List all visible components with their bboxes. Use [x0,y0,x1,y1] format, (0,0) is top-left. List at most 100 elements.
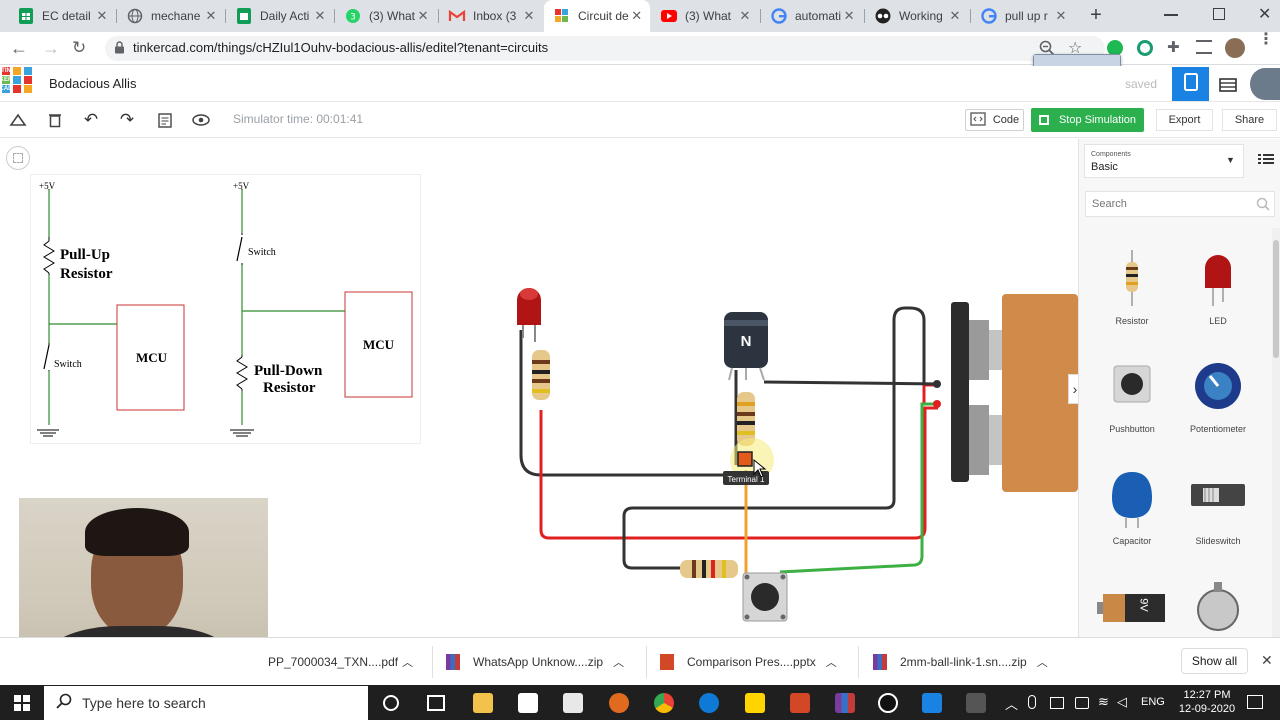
npn-transistor[interactable] [724,312,768,381]
pushbutton[interactable] [742,572,788,622]
tab-pull-up-resistor[interactable]: pull up r ✕ [971,0,1075,32]
tab-mechanical[interactable]: mechane ✕ [117,0,225,32]
component-search-input[interactable] [1092,196,1252,212]
network-icon[interactable] [1075,697,1089,709]
close-icon[interactable]: ✕ [739,8,751,23]
cortana-icon[interactable] [383,695,399,711]
mail-icon[interactable] [563,693,583,713]
export-button[interactable]: Export [1156,109,1213,131]
microphone-icon[interactable] [1028,695,1036,709]
panel-scrollbar[interactable] [1272,228,1280,637]
component-potentiometer[interactable]: Potentiometer [1173,362,1263,434]
tab-ec-details[interactable]: EC detail ✕ [8,0,116,32]
app-icon[interactable] [922,693,942,713]
pull-up-pull-down-diagram[interactable]: +5V +5V Pull-Up Resistor Switch MCU Swit… [30,174,421,444]
component-pushbutton[interactable]: Pushbutton [1087,364,1177,434]
component-resistor[interactable]: Resistor [1087,250,1177,326]
reload-icon[interactable]: ↻ [72,38,87,57]
window-close-icon[interactable]: ✕ [1258,6,1272,23]
chevron-up-icon[interactable]: ︿ [613,657,625,669]
recorder-icon[interactable] [878,693,898,713]
code-button[interactable]: Code [965,109,1024,131]
extension-g-icon[interactable] [1137,40,1153,56]
chevron-up-icon[interactable]: ︿ [1036,657,1048,669]
sticky-notes-icon[interactable] [745,693,765,713]
resistor-base[interactable] [737,392,755,446]
profile-avatar[interactable] [1225,38,1245,58]
bookmark-star-icon[interactable]: ☆ [1068,40,1083,57]
language-indicator[interactable]: ENG [1141,696,1165,708]
fit-view-button[interactable] [6,146,30,170]
component-search-box[interactable] [1085,191,1275,217]
component-battery-9v[interactable]: 9V [1097,592,1167,624]
wifi-icon[interactable]: ≋ [1098,694,1109,709]
new-tab-plus-icon[interactable]: + [1090,4,1102,26]
address-bar[interactable] [105,36,1105,61]
user-avatar[interactable] [1250,68,1280,100]
close-icon[interactable]: ✕ [314,8,326,23]
component-slideswitch[interactable]: Slideswitch [1173,480,1263,546]
winrar-icon[interactable] [835,693,855,713]
black-wire[interactable] [622,306,926,570]
notes-icon[interactable] [155,109,175,131]
tab-daily-activity[interactable]: Daily Acti ✕ [226,0,334,32]
component-coin-cell[interactable] [1196,580,1240,632]
edge-icon[interactable] [699,693,719,713]
tray-chevron-up-icon[interactable]: ︿ [1005,697,1019,712]
download-item[interactable]: Comparison Pres....pptx ︿ [660,648,850,676]
show-all-downloads-button[interactable]: Show all [1181,648,1248,674]
close-icon[interactable]: ✕ [1055,8,1067,23]
close-icon[interactable]: ✕ [205,8,217,23]
close-icon[interactable]: ✕ [631,8,643,23]
black-wire[interactable] [519,330,732,477]
chrome-icon[interactable] [654,693,674,713]
download-item[interactable]: WhatsApp Unknow....zip ︿ [446,648,636,676]
circuit-view-button[interactable] [1172,67,1209,101]
project-title[interactable]: Bodacious Allis [49,76,137,91]
extensions-puzzle-icon[interactable]: ✚ [1167,39,1180,56]
notifications-icon[interactable] [1247,695,1263,709]
file-explorer-icon[interactable] [473,693,493,713]
chevron-up-icon[interactable]: ︿ [402,657,413,669]
media-controls-icon[interactable] [1196,40,1212,54]
taskbar-search-box[interactable]: Type here to search [44,686,368,720]
close-downloads-icon[interactable]: ✕ [1261,652,1273,668]
powerpoint-icon[interactable] [790,693,810,713]
tinkercad-logo[interactable]: TIN KER CAD [0,67,34,93]
component-capacitor[interactable]: Capacitor [1087,470,1177,546]
grammarly-extension-icon[interactable] [1107,40,1123,56]
stop-simulation-button[interactable]: Stop Simulation [1031,108,1144,132]
app-icon[interactable] [966,693,986,713]
close-icon[interactable]: ✕ [523,8,535,23]
taskbar-clock[interactable]: 12:27 PM 12-09-2020 [1178,688,1236,716]
eye-visibility-icon[interactable] [190,109,212,131]
resistor-pushbutton[interactable] [680,560,738,578]
component-led[interactable]: LED [1173,250,1263,326]
resistor-led[interactable] [532,350,550,400]
green-wire[interactable] [779,402,938,574]
microsoft-store-icon[interactable] [518,693,538,713]
app-icon[interactable] [609,693,629,713]
restore-icon[interactable] [1213,8,1225,20]
forward-arrow-icon[interactable]: → [42,38,60,58]
schematic-list-icon[interactable] [1219,78,1237,96]
red-wire[interactable] [539,406,938,540]
dc-motor[interactable] [933,294,1078,492]
kebab-menu-icon[interactable]: ⋮ [1258,31,1274,48]
list-view-icon[interactable] [1258,152,1274,164]
rotate-icon[interactable] [8,109,28,131]
red-led[interactable] [517,288,541,342]
windows-start-icon[interactable] [14,695,30,716]
tab-whatsapp[interactable]: 3 (3) What ✕ [335,0,437,32]
tab-working[interactable]: Working ✕ [865,0,969,32]
redo-icon[interactable]: ↷ [119,110,135,129]
close-icon[interactable]: ✕ [96,8,108,23]
components-dropdown[interactable]: Components Basic ▼ [1084,144,1244,178]
download-item[interactable]: 2mm-ball-link-1.sn....zip ︿ [873,648,1073,676]
download-item[interactable]: PP_7000034_TXN....pdf ︿ [268,648,428,676]
delete-trash-icon[interactable] [45,109,65,131]
close-icon[interactable]: ✕ [417,8,429,23]
tab-gmail-inbox[interactable]: Inbox (3 ✕ [439,0,543,32]
tab-circuit-design[interactable]: Circuit de ✕ [544,0,650,32]
circuit-canvas[interactable]: N Terminal 1 [500,280,1078,630]
